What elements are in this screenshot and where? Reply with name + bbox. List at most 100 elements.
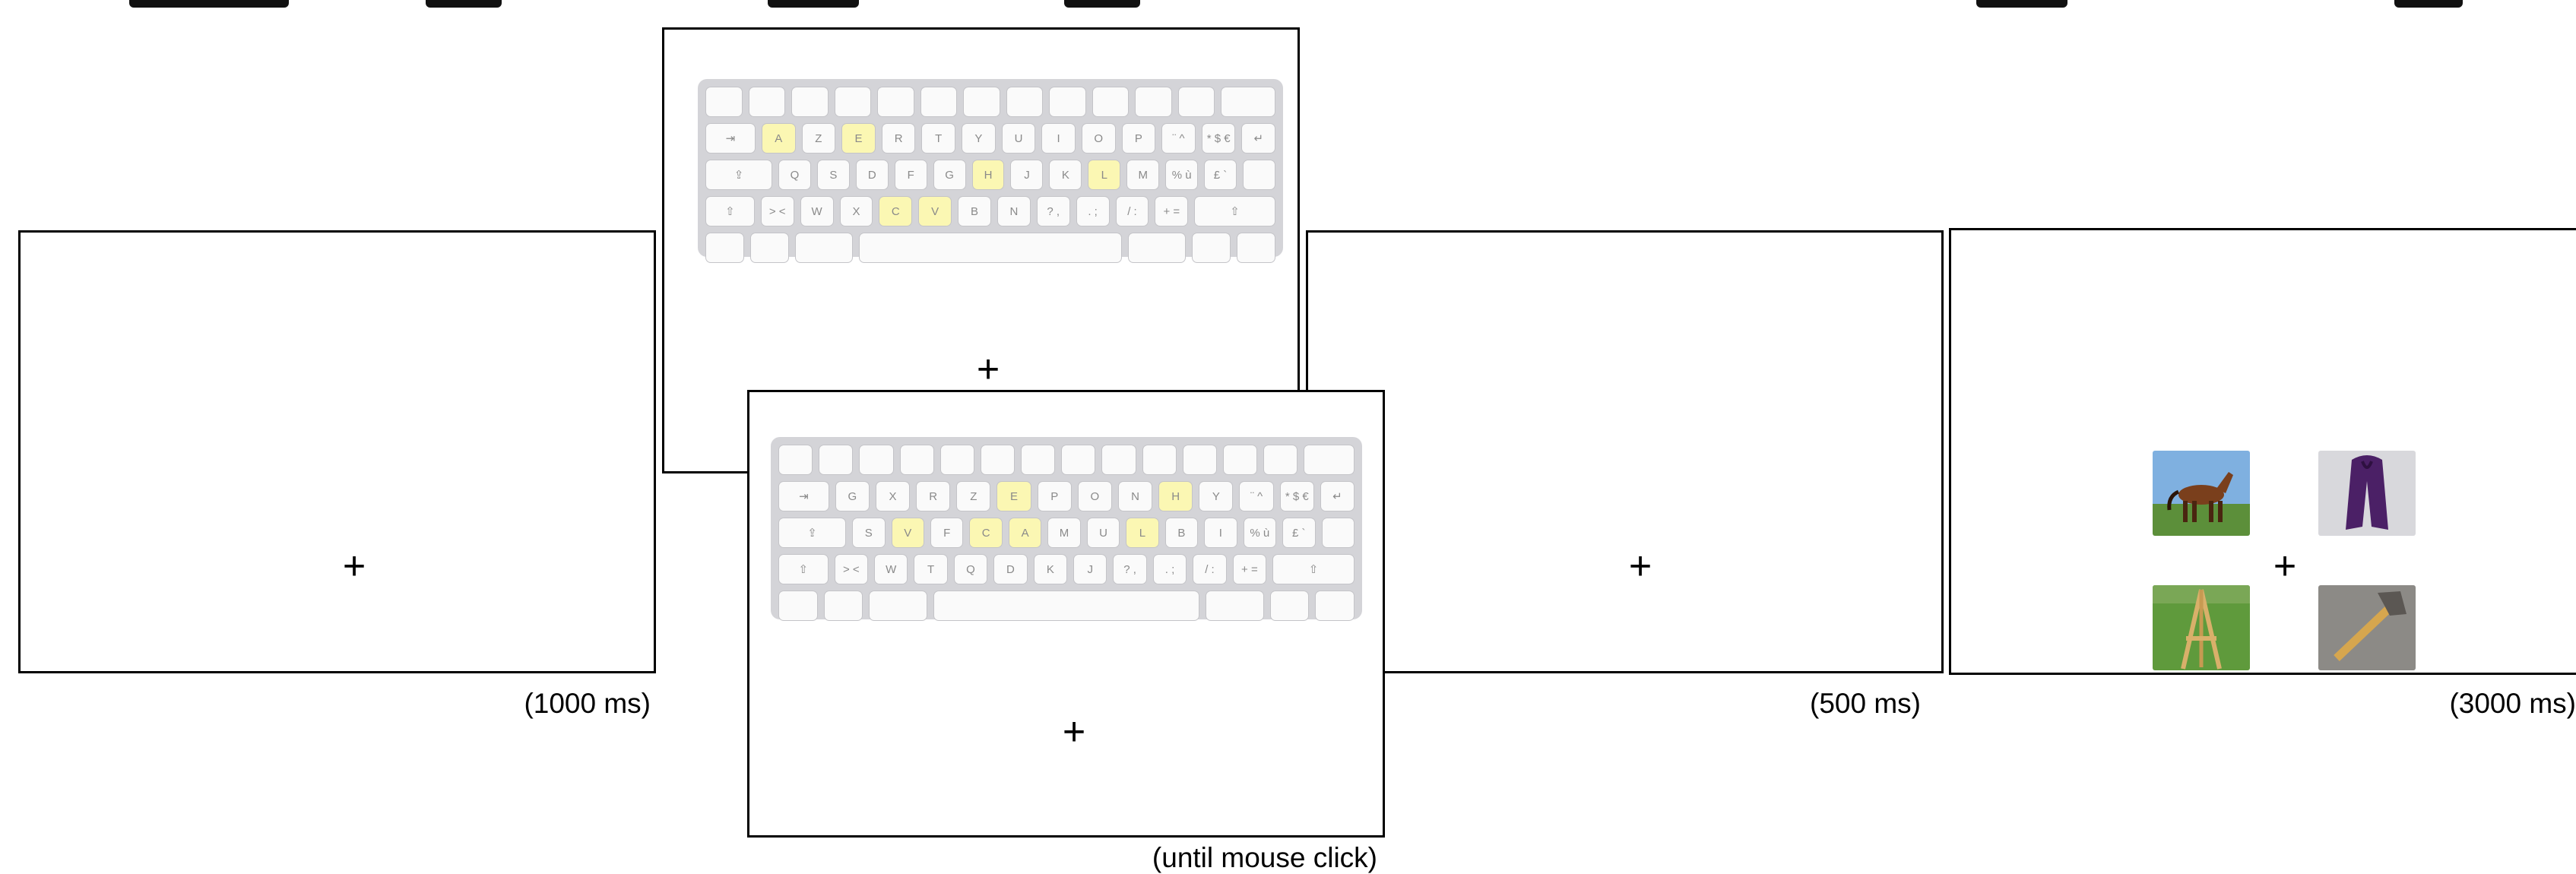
- panel-pictures: [1949, 228, 2576, 675]
- key: [1206, 591, 1264, 621]
- key: ⇪: [778, 518, 847, 548]
- duration-label: (3000 ms): [2449, 688, 2576, 719]
- key: R: [916, 481, 951, 511]
- key: [834, 87, 872, 117]
- key: + =: [1232, 554, 1267, 584]
- key: [1101, 445, 1136, 475]
- key: [939, 445, 974, 475]
- key: [748, 87, 786, 117]
- key: [1177, 87, 1215, 117]
- key: / :: [1193, 554, 1227, 584]
- duration-label: (until mouse click): [1152, 842, 1377, 873]
- highlighted-key: C: [969, 518, 1003, 548]
- key: K: [1049, 160, 1082, 190]
- keyboard-row: [778, 591, 1355, 621]
- key: [1243, 160, 1275, 190]
- key: ⇧: [778, 554, 829, 584]
- highlighted-key: A: [761, 123, 796, 154]
- keyboard-row: [705, 233, 1275, 263]
- key: [859, 233, 1122, 263]
- key: W: [874, 554, 908, 584]
- key: * $ €: [1279, 481, 1314, 511]
- key: W: [800, 196, 834, 226]
- key: > <: [834, 554, 868, 584]
- key: [869, 591, 928, 621]
- key: [1021, 445, 1056, 475]
- key: [705, 87, 743, 117]
- key: ⇧: [1272, 554, 1355, 584]
- key: Q: [953, 554, 988, 584]
- panel-fixation-1: [18, 230, 656, 673]
- key: + =: [1155, 196, 1189, 226]
- key: £ `: [1282, 518, 1316, 548]
- key: D: [993, 554, 1028, 584]
- key: ? ,: [1113, 554, 1147, 584]
- key: B: [958, 196, 991, 226]
- key: [1191, 233, 1231, 263]
- key: ¨ ^: [1161, 123, 1196, 154]
- key: [778, 445, 813, 475]
- highlighted-key: V: [891, 518, 924, 548]
- key: O: [1077, 481, 1112, 511]
- key: ⇥: [705, 123, 756, 154]
- key: [963, 87, 1000, 117]
- highlighted-key: V: [918, 196, 952, 226]
- key: £ `: [1204, 160, 1237, 190]
- key: T: [921, 123, 956, 154]
- key: G: [933, 160, 966, 190]
- key: [877, 87, 914, 117]
- key: * $ €: [1201, 123, 1236, 154]
- key: S: [852, 518, 886, 548]
- key: [791, 87, 829, 117]
- key: I: [1041, 123, 1076, 154]
- key: [920, 87, 958, 117]
- key: ↵: [1241, 123, 1276, 154]
- key: [705, 233, 745, 263]
- key: ¨ ^: [1239, 481, 1274, 511]
- highlighted-key: L: [1088, 160, 1121, 190]
- key: K: [1033, 554, 1068, 584]
- key: [1236, 233, 1275, 263]
- key: . ;: [1152, 554, 1187, 584]
- key: O: [1081, 123, 1116, 154]
- highlighted-key: C: [879, 196, 913, 226]
- duration-label: (1000 ms): [524, 688, 651, 719]
- key: ⇪: [705, 160, 772, 190]
- key: [933, 591, 1200, 621]
- key: / :: [1115, 196, 1149, 226]
- key: ? ,: [1036, 196, 1070, 226]
- fixation-cross: +: [1628, 544, 1652, 588]
- scarf-picture: [2318, 451, 2416, 536]
- key: Q: [778, 160, 811, 190]
- key: J: [1073, 554, 1107, 584]
- key: [1222, 445, 1258, 475]
- key: [1049, 87, 1086, 117]
- key: P: [1121, 123, 1156, 154]
- horse-picture: [2153, 451, 2250, 536]
- key: X: [875, 481, 911, 511]
- key: [1304, 445, 1355, 475]
- key: R: [881, 123, 916, 154]
- key: % ù: [1165, 160, 1199, 190]
- highlighted-key: L: [1126, 518, 1159, 548]
- highlighted-key: H: [971, 160, 1005, 190]
- key: [1006, 87, 1044, 117]
- highlighted-key: E: [996, 481, 1031, 511]
- key: [750, 233, 790, 263]
- key: [1128, 233, 1186, 263]
- key: Y: [1199, 481, 1234, 511]
- highlighted-key: H: [1158, 481, 1193, 511]
- key: P: [1037, 481, 1072, 511]
- fixation-cross: +: [342, 544, 366, 588]
- key: M: [1047, 518, 1081, 548]
- key: [859, 445, 894, 475]
- key: [795, 233, 853, 263]
- key: . ;: [1076, 196, 1110, 226]
- axe-picture: [2318, 585, 2416, 670]
- key: U: [1001, 123, 1036, 154]
